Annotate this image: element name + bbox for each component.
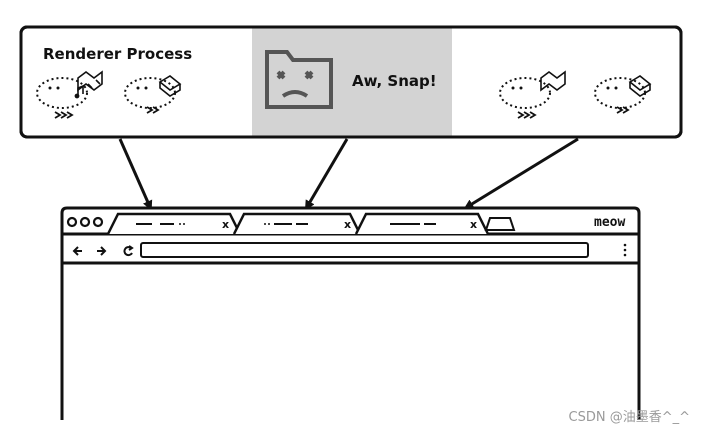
- arrow-to-tab-2: [304, 138, 349, 211]
- laptop-icon: [158, 75, 182, 97]
- window-controls[interactable]: [66, 216, 104, 228]
- browser-window: x x x meow: [60, 206, 641, 420]
- window-close-icon: [66, 216, 78, 228]
- watermark: CSDN @油墨香^_^: [568, 410, 690, 425]
- thread-face-icon-right: [511, 86, 618, 90]
- renderer-process-panel: Renderer Process: [19, 25, 683, 139]
- sad-tab-icon: [265, 50, 333, 109]
- tab-3[interactable]: x: [354, 212, 490, 235]
- tab-2-close-icon[interactable]: x: [344, 218, 351, 231]
- back-arrow-icon[interactable]: [72, 246, 82, 256]
- address-bar[interactable]: [140, 242, 589, 258]
- reload-icon[interactable]: [123, 245, 134, 257]
- arrow-to-tab-3: [463, 137, 579, 210]
- window-maximize-icon: [92, 216, 104, 228]
- book-icon-right: [540, 70, 566, 92]
- music-note-icon: [74, 84, 84, 99]
- tab-2[interactable]: x: [232, 212, 362, 235]
- tab-3-close-icon[interactable]: x: [470, 218, 477, 231]
- tab-1[interactable]: x: [106, 212, 242, 235]
- menu-dots-icon[interactable]: [623, 243, 627, 257]
- arrow-to-tab-1: [118, 138, 153, 211]
- new-tab-button[interactable]: [484, 217, 516, 231]
- flow-arrow-icon: [54, 106, 160, 119]
- book-icon: [77, 70, 103, 92]
- forward-arrow-icon[interactable]: [97, 246, 107, 256]
- crashed-renderer-section: [252, 27, 452, 137]
- laptop-icon-right: [628, 75, 652, 97]
- panel-title: Renderer Process: [43, 45, 192, 63]
- brand-text: meow: [594, 215, 625, 230]
- process-to-tab-arrows: [118, 137, 579, 211]
- crash-message: Aw, Snap!: [352, 72, 437, 90]
- flow-arrow-icon-right: [517, 106, 630, 119]
- window-minimize-icon: [79, 216, 91, 228]
- tab-1-close-icon[interactable]: x: [222, 218, 229, 231]
- thread-face-icon: [48, 86, 148, 90]
